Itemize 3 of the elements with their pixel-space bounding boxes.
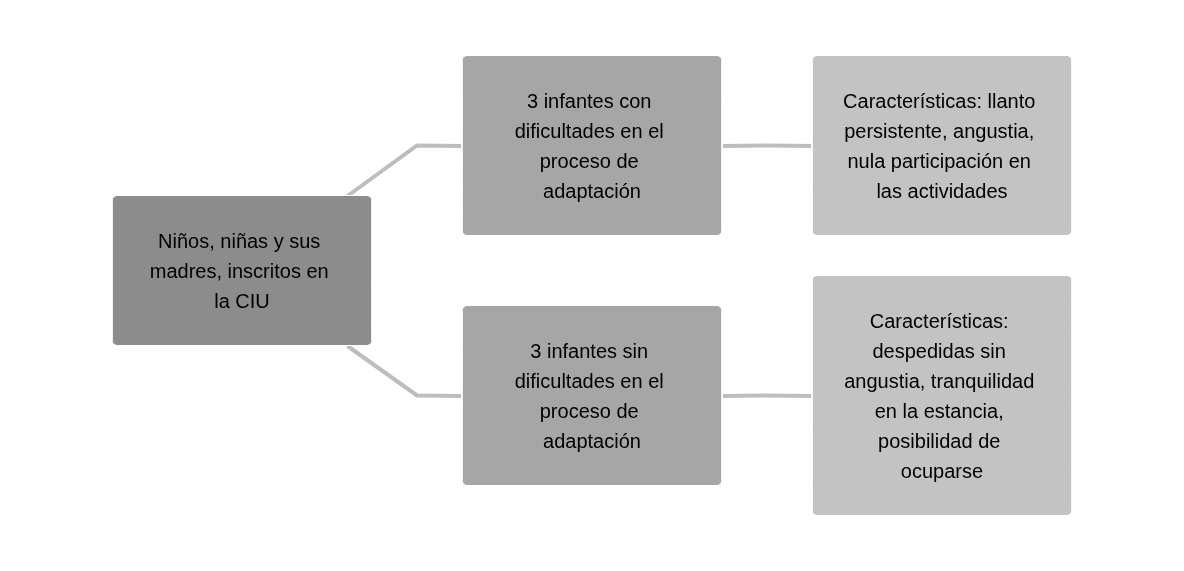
connector xyxy=(722,393,813,398)
connector xyxy=(722,143,813,148)
connector xyxy=(346,344,463,398)
